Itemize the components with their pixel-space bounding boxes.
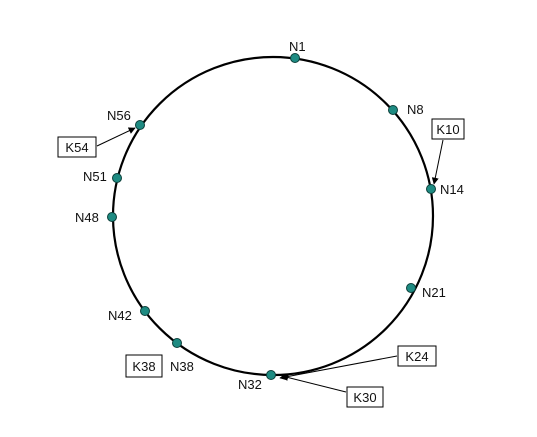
node-n8-dot [388, 105, 398, 115]
node-n48: N48 [75, 210, 117, 225]
key-k24-box [397, 345, 437, 367]
key-k30-box [346, 386, 384, 408]
node-n38-label: N38 [170, 359, 194, 374]
node-n42: N42 [108, 306, 150, 323]
node-n8: N8 [388, 102, 424, 117]
key-k54-arrow [96, 127, 136, 147]
node-n48-dot [107, 212, 117, 222]
node-n56-label: N56 [107, 108, 131, 123]
node-n51-label: N51 [83, 169, 107, 184]
node-n32: N32 [238, 370, 276, 392]
key-k10-arrow [431, 139, 444, 185]
node-n32-label: N32 [238, 377, 262, 392]
node-n56-dot [135, 120, 145, 130]
node-n42-dot [140, 306, 150, 316]
node-n1-label: N1 [289, 39, 306, 54]
node-n21-dot [406, 283, 416, 293]
node-n14-dot [426, 184, 436, 194]
key-k10-label: K10 [436, 122, 459, 137]
node-n21-label: N21 [422, 285, 446, 300]
node-n48-label: N48 [75, 210, 99, 225]
node-n51: N51 [83, 169, 122, 184]
key-k24: K24 [279, 345, 437, 381]
key-k38: K38 [125, 354, 163, 378]
node-n1: N1 [289, 39, 306, 63]
node-n38: N38 [170, 338, 194, 374]
node-n1-dot [290, 53, 300, 63]
identifier-ring [111, 55, 435, 377]
key-k54: K54 [57, 127, 136, 158]
node-n8-label: N8 [407, 102, 424, 117]
node-n56: N56 [107, 108, 145, 130]
node-n51-dot [112, 173, 122, 183]
key-k54-box [57, 136, 97, 158]
node-n14-label: N14 [440, 182, 464, 197]
key-k10-box [431, 118, 465, 140]
node-n32-dot [266, 370, 276, 380]
key-k54-label: K54 [65, 140, 88, 155]
key-k38-label: K38 [132, 359, 155, 374]
key-k38-box [125, 354, 163, 378]
node-n14: N14 [426, 182, 464, 197]
node-n42-label: N42 [108, 308, 132, 323]
key-k30-label: K30 [353, 390, 376, 405]
node-n21: N21 [406, 283, 446, 300]
key-k30: K30 [281, 374, 384, 408]
node-n38-dot [172, 338, 182, 348]
key-k24-arrow [279, 355, 398, 381]
key-k24-label: K24 [405, 349, 428, 364]
key-k10: K10 [431, 118, 465, 185]
key-k30-arrow [281, 374, 347, 393]
